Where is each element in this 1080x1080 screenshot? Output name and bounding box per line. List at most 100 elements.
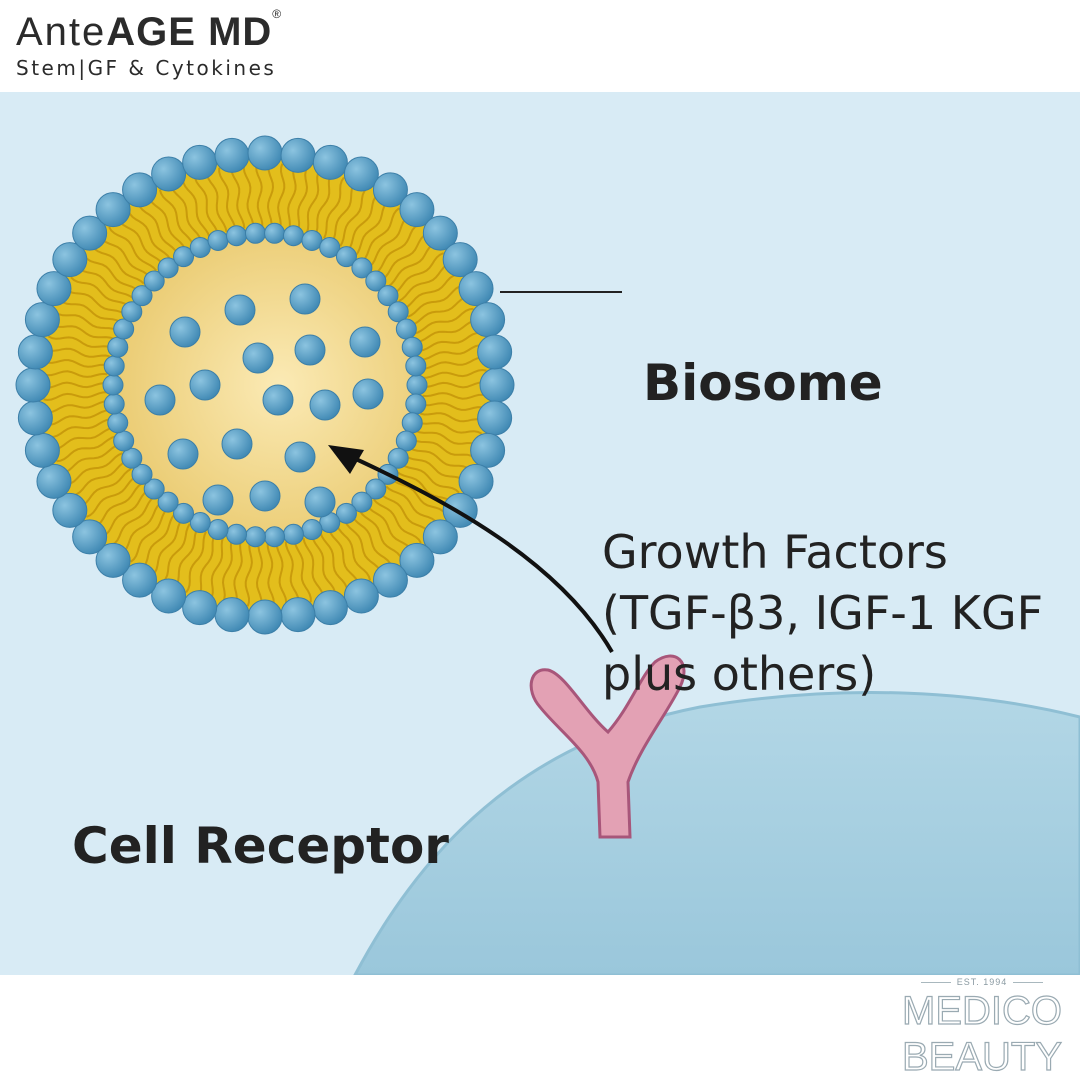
lipid-tail xyxy=(407,284,464,318)
phospholipid-head xyxy=(103,355,125,377)
lipid-tail xyxy=(91,245,145,285)
phospholipid-head xyxy=(72,215,108,251)
phospholipid-head xyxy=(36,271,72,307)
lipid-tail xyxy=(420,344,484,361)
phospholipid-head xyxy=(224,294,256,326)
phospholipid-head xyxy=(406,374,428,396)
phospholipid-head xyxy=(143,478,165,500)
phospholipid-head xyxy=(244,526,266,548)
lipid-tail xyxy=(76,265,134,299)
lipid-tail xyxy=(110,496,155,547)
lipid-tail xyxy=(221,539,233,604)
lipid-tail xyxy=(230,165,246,229)
lipid-tail xyxy=(127,209,171,260)
phospholipid-head xyxy=(351,491,373,513)
lipid-tail xyxy=(42,381,108,389)
medico-beauty-logo: EST. 1994 MEDICO BEAUTY xyxy=(892,976,1072,1080)
lipid-tail xyxy=(99,235,151,278)
lipid-tail xyxy=(323,176,345,239)
phospholipid-head xyxy=(36,463,72,499)
lipid-tail xyxy=(393,252,445,295)
phospholipid-head xyxy=(395,318,417,340)
phospholipid-head xyxy=(207,519,229,541)
phospholipid-head xyxy=(226,523,248,545)
phospholipid-head xyxy=(401,336,423,358)
phospholipid-head xyxy=(102,374,124,396)
phospholipid-head xyxy=(280,597,316,633)
phospholipid-head xyxy=(249,480,281,512)
lipid-tail xyxy=(381,232,428,281)
lipid-tail xyxy=(275,542,288,607)
lipid-tail xyxy=(416,319,478,344)
lipid-tail xyxy=(379,492,431,535)
phospholipid-head xyxy=(95,542,131,578)
cell-receptor-label: Cell Receptor xyxy=(72,817,449,875)
lipid-tail xyxy=(244,542,253,607)
phospholipid-head xyxy=(202,484,234,516)
phospholipid-head xyxy=(405,355,427,377)
lipid-tail xyxy=(287,164,297,230)
lipid-tail xyxy=(422,392,487,400)
lipid-tail xyxy=(120,502,161,555)
brand-tagline: Stem|GF & Cytokines xyxy=(16,56,277,80)
lipid-tail xyxy=(415,430,479,447)
phospholipid-head xyxy=(182,144,218,180)
phospholipid-head xyxy=(395,430,417,452)
lipid-tail xyxy=(412,438,476,459)
phospholipid-head xyxy=(401,412,423,434)
phospholipid-head xyxy=(247,599,283,635)
lipid-tail xyxy=(405,455,466,483)
phospholipid-head xyxy=(458,271,494,307)
lipid-tail xyxy=(302,537,325,600)
phospholipid-head xyxy=(294,334,326,366)
phospholipid-head xyxy=(312,590,348,626)
lipid-tail xyxy=(354,200,390,257)
lipid-tail xyxy=(102,489,149,538)
lipid-tail xyxy=(147,195,186,250)
phospholipid-head xyxy=(103,393,125,415)
phospholipid-head xyxy=(151,156,187,192)
lipid-tail xyxy=(52,426,114,451)
cell-receptor-icon xyxy=(529,654,686,839)
lipid-tail xyxy=(362,207,400,262)
phospholipid-head xyxy=(335,502,357,524)
lipid-tail xyxy=(140,513,176,570)
phospholipid-head xyxy=(52,492,88,528)
logo-beauty: BEAUTY xyxy=(901,1034,1063,1079)
phospholipid-head xyxy=(442,242,478,278)
phospholipid-head xyxy=(335,246,357,268)
phospholipid-head xyxy=(121,301,143,323)
phospholipid-head xyxy=(352,378,384,410)
lipid-tail xyxy=(49,418,111,438)
illustration: Biosome Growth Factors (TGF-β3, IGF-1 KG… xyxy=(0,92,1080,977)
phospholipid-head xyxy=(157,257,179,279)
lipid-tail xyxy=(385,485,439,525)
phospholipid-head xyxy=(189,369,221,401)
lipid-tail xyxy=(151,518,183,577)
lipid-tail xyxy=(414,307,474,335)
phospholipid-head xyxy=(365,270,387,292)
lipid-tail xyxy=(339,187,368,247)
phospholipid-head xyxy=(122,172,158,208)
phospholipid-head xyxy=(17,400,53,436)
lipid-tail xyxy=(359,510,403,561)
lipid-tail xyxy=(117,217,164,266)
phospholipid-head xyxy=(122,562,158,598)
phospholipid-head xyxy=(301,229,323,251)
lipid-tail xyxy=(43,370,108,378)
phospholipid-head xyxy=(143,270,165,292)
phospholipid-head xyxy=(173,502,195,524)
lipid-tail xyxy=(266,162,275,228)
phospholipid-head xyxy=(470,302,506,338)
phospholipid-head xyxy=(264,526,286,548)
phospholipid-head xyxy=(131,285,153,307)
lipid-tail xyxy=(66,452,123,486)
lipid-tail xyxy=(83,255,139,292)
phospholipid-head xyxy=(107,412,129,434)
lipid-tail xyxy=(351,515,393,568)
phospholipid-head xyxy=(244,222,266,244)
phospholipid-head xyxy=(113,318,135,340)
lipid-tail xyxy=(410,296,469,327)
lipid-tail xyxy=(93,482,143,528)
phospholipid-head xyxy=(301,519,323,541)
